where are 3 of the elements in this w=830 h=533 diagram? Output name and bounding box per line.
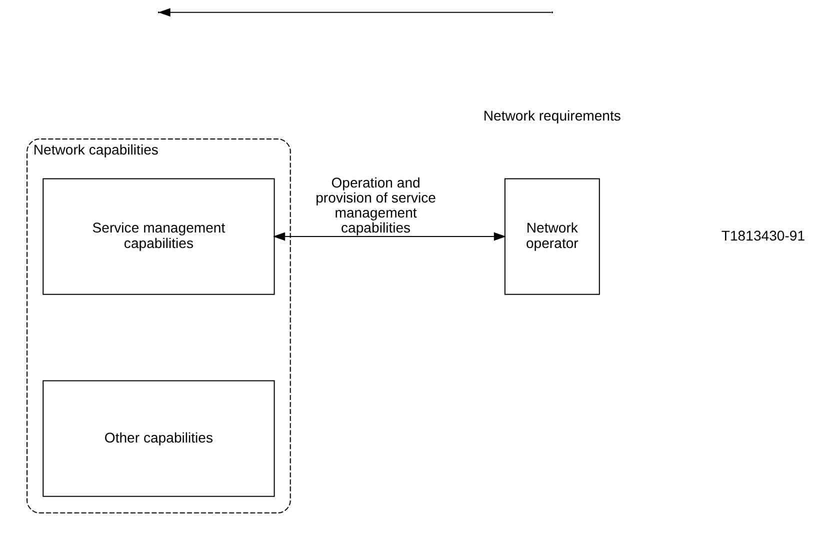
- label: T1813430-91: [720, 227, 805, 244]
- label: Network requirements: [482, 108, 620, 124]
- edge-label: Operation and provision of service management capabilities: [315, 174, 436, 236]
